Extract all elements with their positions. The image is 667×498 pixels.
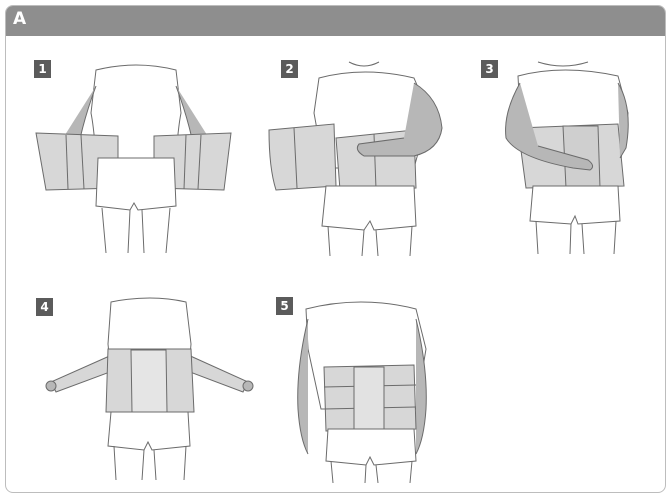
section-letter: A (13, 9, 26, 29)
instruction-panel: A 1 2 (5, 5, 666, 493)
section-header: A (6, 6, 665, 36)
illustration-tensioning-straps-back-view (36, 294, 266, 484)
illustration-belt-unfolded-back-view (26, 58, 236, 258)
illustration-belt-fitted-back-view (276, 289, 446, 484)
step-3: 3 (478, 58, 658, 258)
step-4: 4 (36, 294, 266, 484)
step-1: 1 (26, 58, 236, 258)
illustration-belt-closing-front-view (478, 58, 658, 258)
step-5: 5 (276, 289, 446, 484)
illustration-belt-wrapping-front-view (264, 58, 474, 258)
step-2: 2 (264, 58, 474, 258)
